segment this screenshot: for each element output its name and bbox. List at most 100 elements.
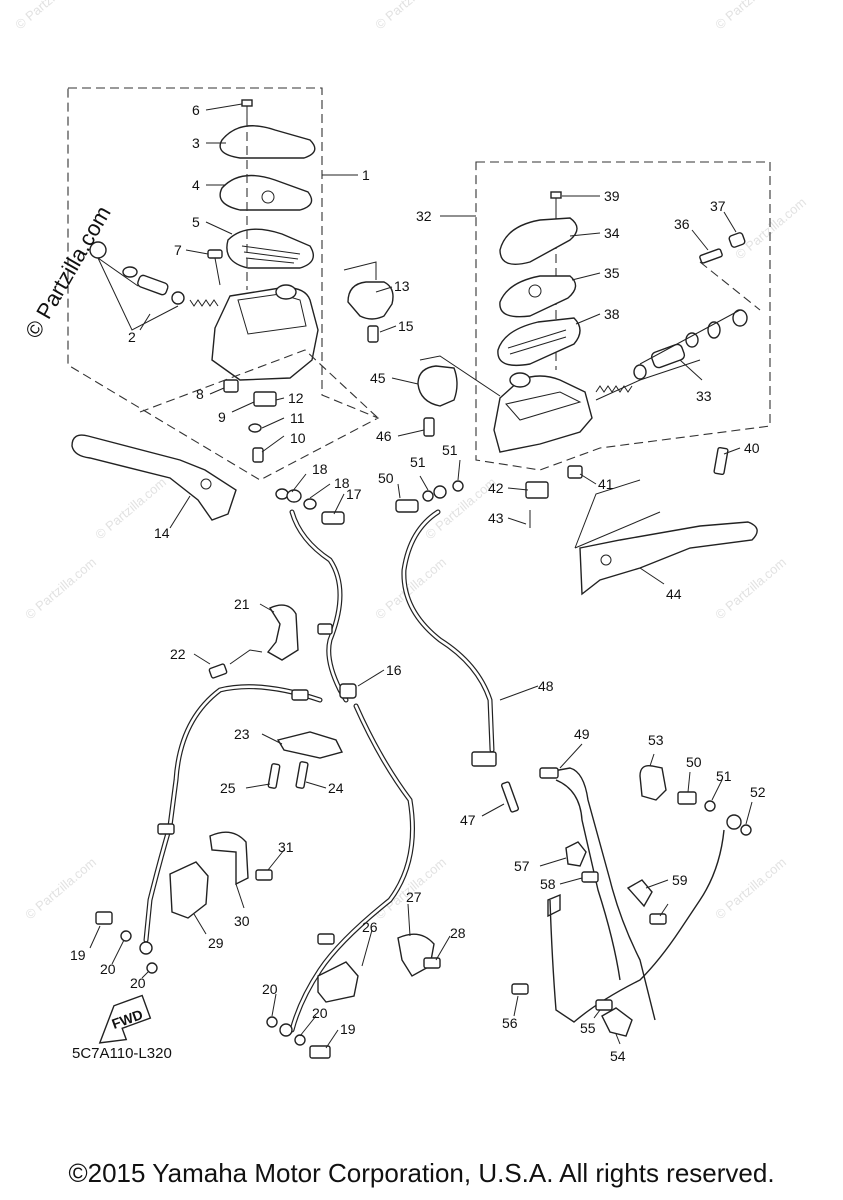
hose-clamp-icon — [169, 861, 209, 919]
callout-36: 36 — [674, 216, 690, 232]
callout-10: 10 — [290, 430, 306, 446]
nut-icon — [223, 379, 239, 393]
union-bolt-icon — [321, 511, 345, 525]
callout-13: 13 — [394, 278, 410, 294]
diaphragm-icon — [497, 317, 581, 367]
watermark-tile: © Partzilla.com — [732, 194, 809, 262]
diaphragm-icon — [226, 228, 314, 269]
left-master-cylinder-assembly — [67, 87, 380, 521]
callout-55: 56 — [502, 1015, 518, 1031]
bolt-icon — [581, 871, 599, 883]
callout-29: 29 — [208, 935, 224, 951]
callout-52: 53 — [648, 732, 664, 748]
callout-8: 8 — [196, 386, 204, 402]
leader-lines — [89, 103, 753, 1049]
holder-bolt-icon — [367, 325, 379, 343]
watermark-tile: © Partzilla.com — [22, 854, 99, 922]
brake-lever-icon — [579, 521, 758, 596]
pipe-clamp-icon — [601, 1007, 633, 1037]
hose-joint-icon — [276, 731, 344, 759]
callout-32: 32 — [416, 208, 432, 224]
callout-56: 57 — [514, 858, 530, 874]
callout-47: 47 — [460, 812, 476, 828]
watermark-tile: © Partzilla.com — [372, 554, 449, 622]
piston-kit-icon — [595, 309, 748, 401]
callout-48: 48 — [538, 678, 554, 694]
union-bolt-icon — [309, 1045, 331, 1059]
right-master-cylinder-assembly — [475, 161, 771, 596]
callout-45: 45 — [370, 370, 386, 386]
callout-53: 54 — [610, 1048, 626, 1064]
copyright-footer: ©2015 Yamaha Motor Corporation, U.S.A. A… — [68, 1158, 775, 1188]
diagram-code: 5C7A110-L320 — [72, 1045, 172, 1062]
callout-3: 3 — [192, 135, 200, 151]
hose-clip-icon — [639, 765, 667, 801]
left-brake-hoses — [95, 488, 441, 1059]
callout-30: 30 — [234, 913, 250, 929]
callout-25: 25 — [220, 780, 236, 796]
bolt-icon — [423, 957, 441, 969]
screw-icon — [252, 447, 264, 463]
callout-18b: 18 — [334, 475, 350, 491]
callout-7: 7 — [174, 242, 182, 258]
nut-icon — [567, 465, 583, 479]
callout-57: 58 — [540, 876, 556, 892]
watermark-tile: © Partzilla.com — [22, 554, 99, 622]
right-brake-hoses — [395, 480, 752, 1037]
callout-20d: 20 — [312, 1005, 328, 1021]
hose-clamp-icon — [317, 961, 359, 1003]
callout-20b: 20 — [130, 975, 146, 991]
brake-lever-icon — [71, 434, 237, 521]
watermark-tile: © Partzilla.com — [712, 854, 789, 922]
callout-38: 38 — [604, 306, 620, 322]
union-bolt-icon — [677, 791, 697, 805]
callout-5: 5 — [192, 214, 200, 230]
bolt-icon — [208, 663, 228, 679]
callout-21: 21 — [234, 596, 250, 612]
callout-20c: 20 — [262, 981, 278, 997]
callout-22: 22 — [170, 646, 186, 662]
hose-guide-icon — [209, 831, 249, 886]
callout-19b: 19 — [340, 1021, 356, 1037]
callout-50b: 50 — [686, 754, 702, 770]
left-holder-icon — [343, 261, 394, 343]
hose-guide-icon — [397, 933, 435, 977]
watermark-tile: © Partzilla.com — [372, 0, 449, 32]
callout-24: 24 — [328, 780, 344, 796]
callout-40: 40 — [744, 440, 760, 456]
callout-20a: 20 — [100, 961, 116, 977]
cap-screw-icon — [241, 99, 253, 118]
callout-12: 12 — [288, 390, 304, 406]
bolt-icon — [649, 913, 667, 925]
hose-guide-icon — [266, 604, 299, 661]
callout-28: 28 — [450, 925, 466, 941]
watermark-tile: © Partzilla.com — [712, 0, 789, 32]
callout-18a: 18 — [312, 461, 328, 477]
pivot-pin-icon — [699, 248, 723, 264]
callout-19a: 19 — [70, 947, 86, 963]
callout-17: 17 — [346, 486, 362, 502]
callout-14: 14 — [154, 525, 170, 541]
bolt-icon — [255, 869, 273, 881]
callout-46: 46 — [376, 428, 392, 444]
bolt-icon — [511, 983, 529, 995]
callout-11: 11 — [290, 410, 305, 426]
diaphragm-plate-icon — [219, 174, 313, 211]
callout-37: 37 — [710, 198, 726, 214]
callout-31: 31 — [278, 839, 294, 855]
callout-2: 2 — [128, 329, 136, 345]
callout-34: 34 — [604, 225, 620, 241]
bolt-icon — [713, 446, 729, 476]
callout-35: 35 — [604, 265, 620, 281]
bolt-icon — [295, 761, 309, 789]
watermark-tile: © Partzilla.com — [712, 554, 789, 622]
callout-54: 55 — [580, 1020, 596, 1036]
washer-icon — [248, 423, 262, 433]
callout-51c: 51 — [716, 768, 732, 784]
callout-23: 23 — [234, 726, 250, 742]
brake-switch-icon — [253, 391, 277, 407]
bolt-icon — [500, 781, 520, 813]
callout-58: 59 — [672, 872, 688, 888]
fwd-arrow-icon: FWD — [98, 994, 152, 1044]
